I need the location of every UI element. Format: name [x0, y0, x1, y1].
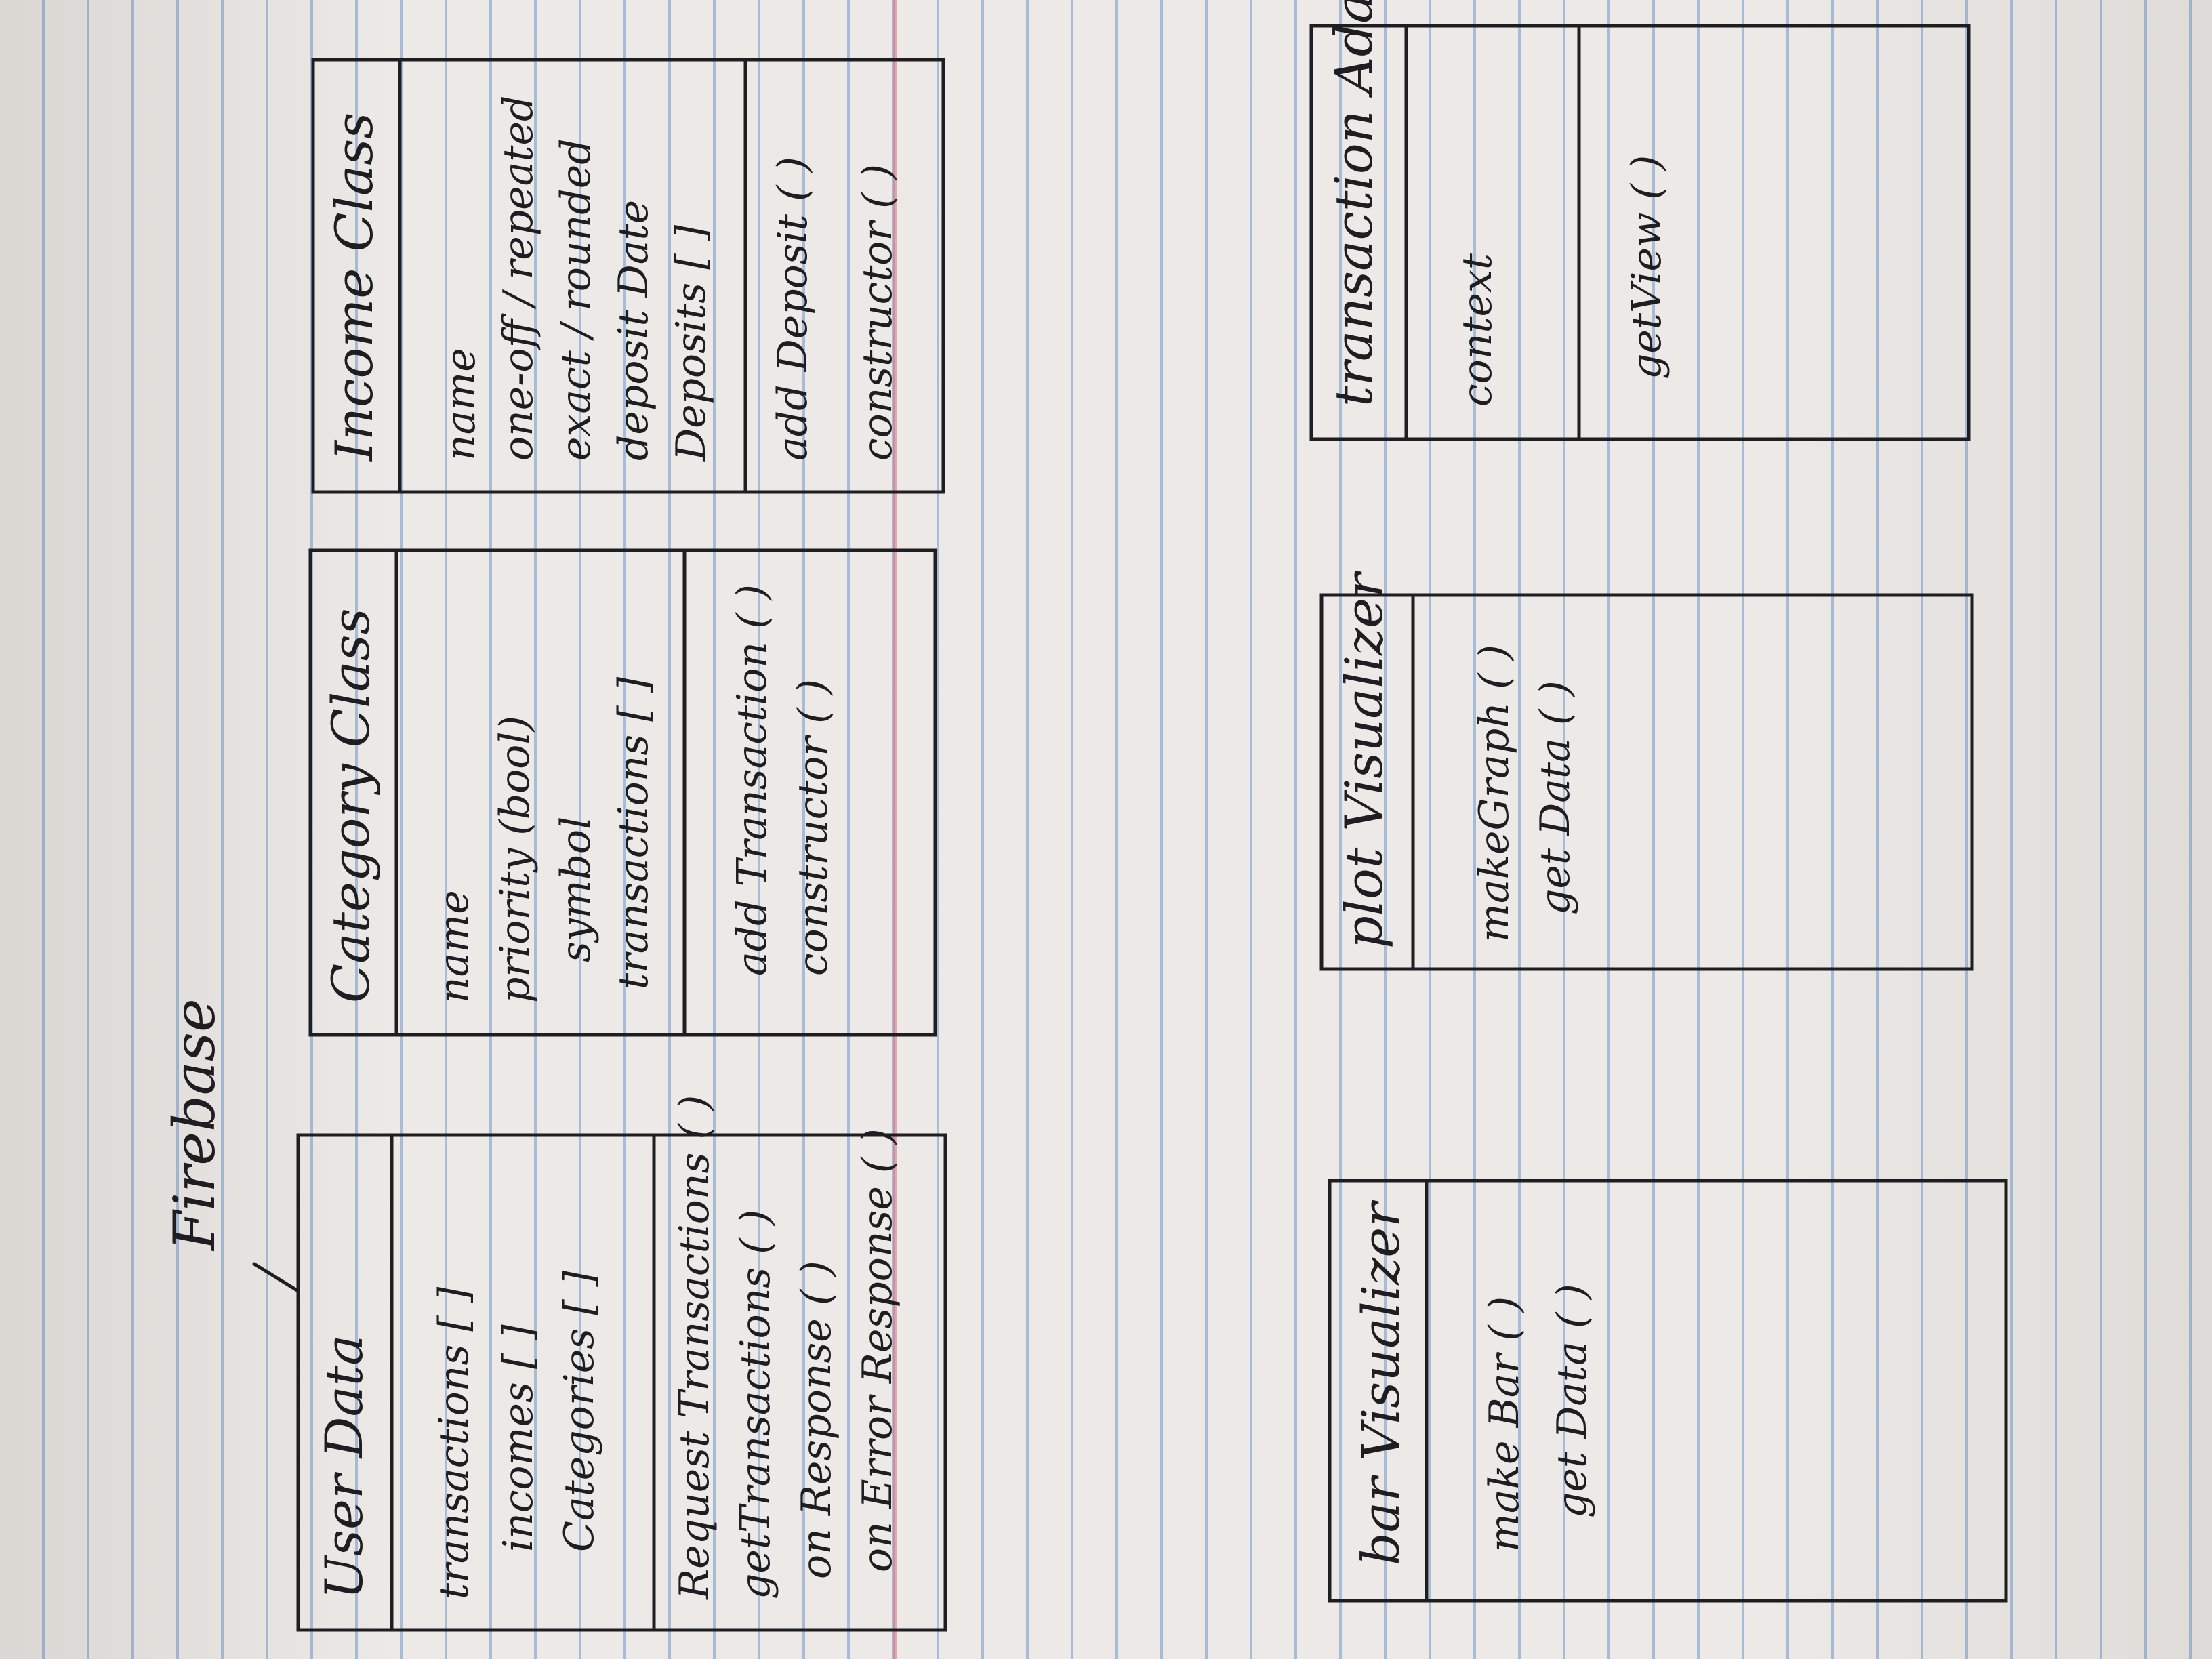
class-box-user-data [296, 1133, 947, 1632]
class-box-plot-visualizer [1319, 593, 1974, 971]
method-bar-get-data: get Data ( ) [1549, 1284, 1596, 1518]
class-title-income-class: Income Class [324, 112, 384, 461]
attribute-income-exact: exact / rounded [552, 138, 600, 461]
attribute-category-name: name [430, 890, 478, 1003]
class-box-category-class [308, 548, 937, 1037]
attribute-user-data-categories: Categories [ ] [556, 1271, 603, 1552]
method-bar-make-bar: make Bar ( ) [1481, 1296, 1528, 1552]
class-box-income-class [311, 58, 945, 494]
method-user-data-on-error-response: on Error Response ( ) [854, 1128, 901, 1572]
class-box-bar-visualizer [1328, 1179, 2008, 1603]
class-title-user-data: User Data [314, 1334, 374, 1599]
method-category-add-transaction: add Transaction ( ) [729, 584, 776, 976]
margin-line [893, 0, 897, 1659]
attribute-adapter-context: context [1454, 253, 1501, 407]
attribute-user-data-incomes: incomes [ ] [495, 1324, 542, 1552]
attribute-user-data-transactions: transactions [ ] [430, 1286, 478, 1599]
method-plot-get-data: get Data ( ) [1532, 680, 1579, 915]
method-category-constructor: constructor ( ) [790, 678, 837, 976]
method-user-data-on-response: on Response ( ) [793, 1261, 840, 1579]
method-plot-make-graph: makeGraph ( ) [1471, 644, 1518, 942]
class-title-category-class: Category Class [321, 608, 381, 1003]
firebase-connector [252, 1262, 300, 1293]
method-adapter-get-view: getView ( ) [1623, 155, 1671, 380]
firebase-heading: Firebase [161, 998, 228, 1250]
method-income-add-deposit: add Deposit ( ) [769, 157, 817, 461]
attribute-income-one-off: one-off / repeated [495, 95, 542, 461]
method-income-constructor: constructor ( ) [854, 163, 901, 461]
class-title-plot-visualizer: plot Visualizer [1334, 573, 1394, 949]
attribute-income-name: name [437, 348, 485, 461]
attribute-category-symbol: symbol [552, 816, 600, 962]
attribute-income-deposits: Deposits [ ] [668, 225, 715, 461]
class-title-transaction-adapter: transaction Adapter [1324, 0, 1384, 407]
attribute-income-deposit-date: deposit Date [610, 199, 657, 461]
attribute-category-transactions: transactions [ ] [610, 676, 657, 989]
class-box-transaction-adapter [1309, 24, 1971, 441]
method-user-data-get-transactions: getTransactions ( ) [732, 1209, 779, 1599]
method-user-data-request-transactions: Request Transactions ( ) [671, 1094, 718, 1599]
class-title-bar-visualizer: bar Visualizer [1351, 1202, 1411, 1565]
attribute-category-priority: priority (bool) [491, 715, 539, 1003]
